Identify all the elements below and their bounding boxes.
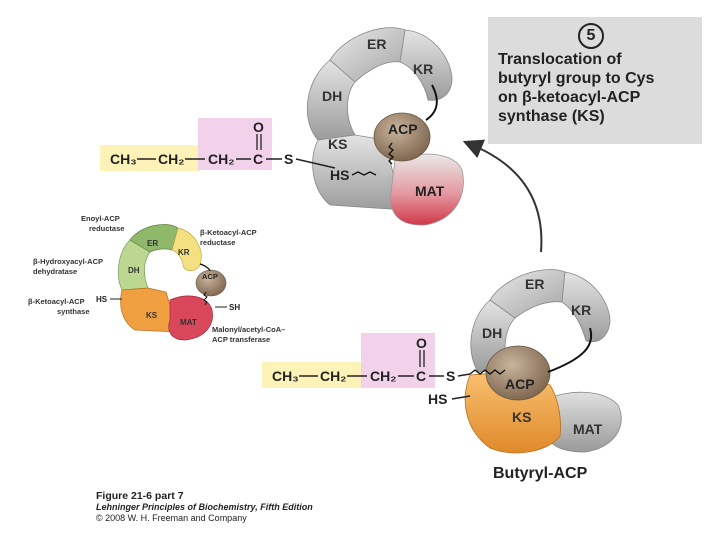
inset-ks-label: KS (146, 311, 158, 320)
inset-acp-domain (195, 269, 227, 297)
top-dh-label: DH (322, 88, 342, 104)
inset-mat-label: MAT (180, 318, 197, 327)
bottom-hs-label: HS (428, 391, 447, 407)
top-kr-tether (425, 84, 438, 121)
top-ks-label: KS (328, 136, 347, 152)
label-hydroxyacyl-dehydratase: β-Hydroxyacyl-ACP dehydratase (33, 257, 105, 276)
top-carbonyl-c: C (253, 151, 263, 167)
top-hs-bond (351, 171, 377, 176)
top-ch2-a: CH₂ (158, 151, 184, 167)
step-number-badge: 5 (578, 23, 604, 49)
top-s-label: S (284, 151, 293, 167)
bottom-acp-domain (485, 345, 551, 401)
bottom-mat-domain (544, 391, 622, 453)
bottom-ch3: CH₃ (272, 368, 299, 384)
top-phosphopantetheine (388, 142, 394, 165)
top-ch2-b: CH₂ (208, 151, 234, 167)
inset-er-label: ER (147, 239, 158, 248)
caption-copyright: © 2008 W. H. Freeman and Company (96, 513, 247, 523)
bottom-s-label: S (446, 368, 455, 384)
figure-caption: Figure 21-6 part 7 Lehninger Principles … (96, 491, 313, 524)
label-enoyl-reductase: Enoyl-ACP reductase (81, 214, 124, 233)
step-line-2: butyryl group to Cys (498, 70, 655, 87)
top-acyl-chain: CH₃ CH₂ CH₂ C O S (100, 118, 336, 171)
inset-kr-label: KR (178, 248, 190, 257)
caption-book: Lehninger Principles of Biochemistry, Fi… (96, 502, 313, 512)
step-line-4: synthase (KS) (498, 108, 605, 125)
top-carbonyl-highlight (198, 118, 272, 170)
top-acp-domain (373, 112, 431, 162)
inset-kr-domain (171, 227, 202, 272)
top-mat-domain (389, 153, 464, 226)
bottom-kr-domain (561, 271, 611, 343)
bottom-kr-tether (547, 327, 593, 373)
bottom-mat-label: MAT (573, 421, 603, 437)
top-kr-domain (399, 29, 453, 101)
label-malonyl-transferase: Malonyl/acetyl-CoA– ACP transferase (212, 325, 287, 344)
bottom-acp-label: ACP (505, 376, 535, 392)
label-ketoacyl-synthase: β-Ketoacyl-ACP synthase (28, 297, 90, 316)
top-carbonyl-o: O (253, 119, 264, 135)
inset-enzyme: ER KR DH KS MAT ACP HS SH Enoyl-ACP redu… (28, 214, 287, 344)
bottom-carbonyl-c: C (416, 368, 426, 384)
inset-sh-label: SH (229, 303, 240, 312)
inset-acp-label: ACP (202, 272, 218, 281)
top-er-label: ER (367, 36, 386, 52)
step-line-3: on β-ketoacyl-ACP (498, 89, 641, 106)
bottom-carbonyl-o: O (416, 335, 427, 351)
caption-title: Figure 21-6 part 7 (96, 490, 184, 502)
bottom-phosphopantetheine (469, 369, 506, 375)
inset-dh-label: DH (128, 266, 140, 275)
top-enzyme: ER KR DH KS HS ACP MAT (306, 27, 464, 226)
product-label: Butyryl-ACP (493, 465, 588, 482)
bottom-carbonyl-highlight (361, 333, 435, 388)
bottom-ks-label: KS (512, 409, 531, 425)
inset-hs-label: HS (96, 295, 108, 304)
bottom-ch2-b: CH₂ (370, 368, 396, 384)
reaction-arrow (462, 139, 543, 253)
top-kr-label: KR (413, 61, 433, 77)
top-mat-label: MAT (415, 183, 445, 199)
top-hs-label: HS (330, 167, 349, 183)
bottom-kr-label: KR (571, 302, 591, 318)
step-line-1: Translocation of (498, 51, 622, 68)
top-chain-highlight (100, 145, 200, 171)
bottom-dh-label: DH (482, 325, 502, 341)
bottom-ch2-a: CH₂ (320, 368, 346, 384)
top-acp-label: ACP (388, 121, 418, 137)
bottom-er-label: ER (525, 276, 544, 292)
step-description: Translocation of butyryl group to Cys on… (498, 50, 698, 126)
bottom-enzyme: ER KR DH ACP KS MAT HS (428, 269, 622, 454)
inset-mat-domain (168, 295, 213, 341)
bottom-chain-highlight (262, 362, 362, 388)
top-ch3: CH₃ (110, 151, 137, 167)
bottom-acyl-chain: CH₃ CH₂ CH₂ C O S (262, 333, 471, 388)
label-ketoacyl-reductase: β-Ketoacyl-ACP reductase (200, 228, 259, 247)
